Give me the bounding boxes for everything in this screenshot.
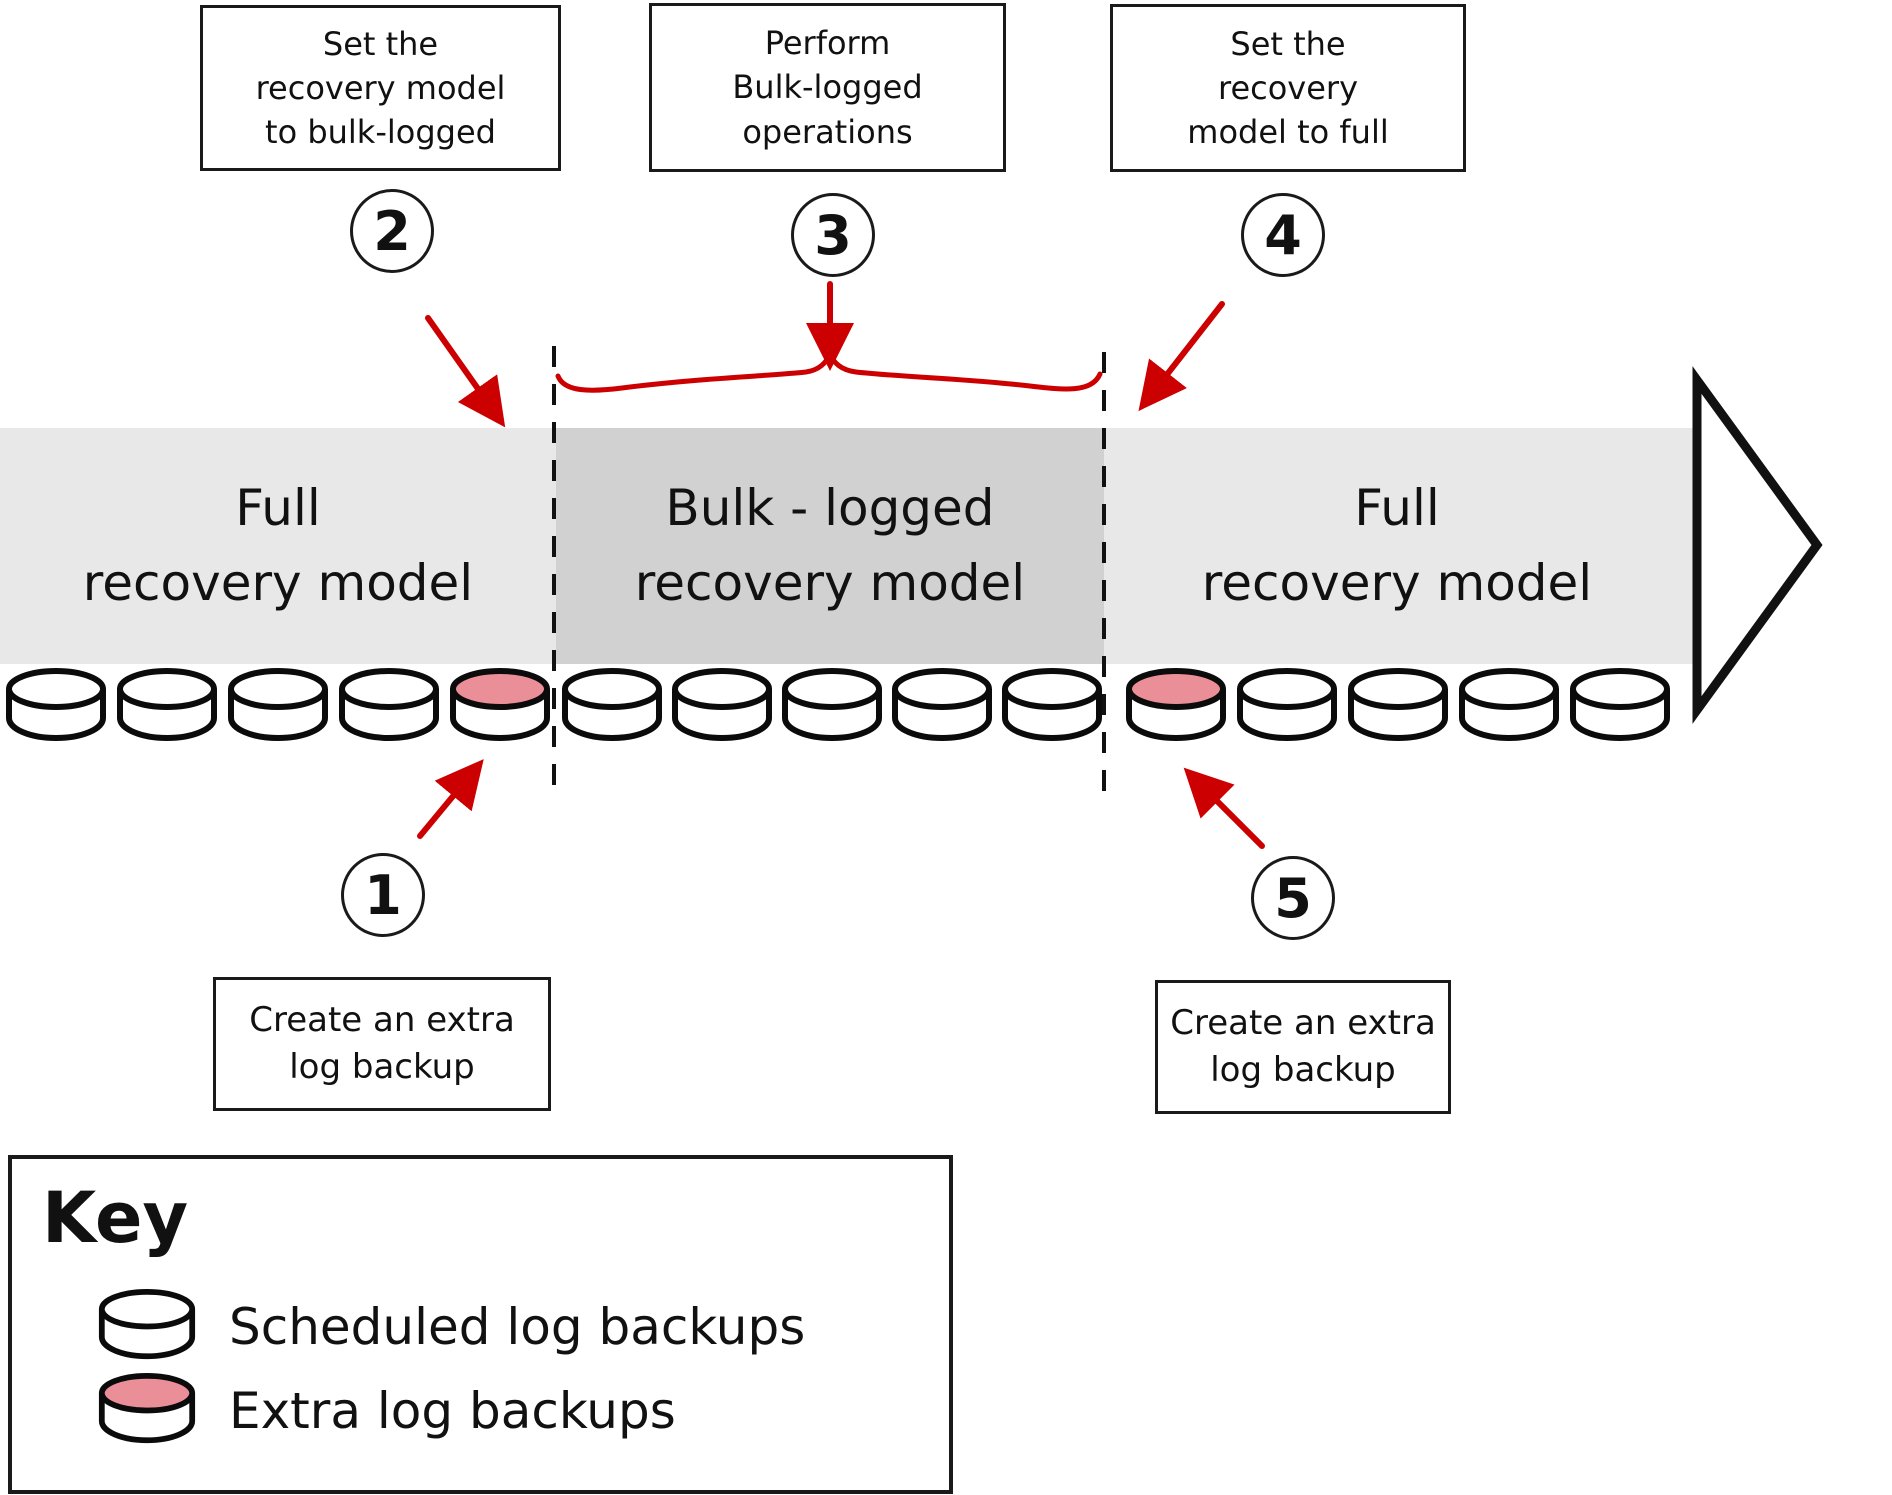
timeline-arrowhead: [1692, 366, 1823, 724]
key-item: Extra log backups: [97, 1371, 676, 1451]
arrow-step-1: [417, 759, 484, 839]
step-3-number: 3: [814, 203, 852, 267]
step-2-badge: 2: [350, 189, 434, 273]
callout-step-2-label: Set the recovery model to bulk-logged: [255, 24, 506, 152]
extra-log-backup-cylinder: [450, 668, 550, 741]
arrow-step-5: [1183, 767, 1265, 849]
log-backup-row: [4, 666, 552, 746]
scheduled-log-backup-cylinder: [1237, 668, 1337, 741]
step-5-badge: 5: [1251, 856, 1335, 940]
extra-log-backup-cylinder: [98, 1372, 196, 1443]
scheduled-log-backup-cylinder: [892, 668, 992, 741]
key-title: Key: [42, 1177, 189, 1259]
scheduled-log-backup-cylinder: [1459, 668, 1559, 741]
scheduled-log-backup-cylinder: [672, 668, 772, 741]
step-3-badge: 3: [791, 193, 875, 277]
step-4-number: 4: [1264, 203, 1302, 267]
scheduled-log-backup-cylinder: [1002, 668, 1102, 741]
scheduled-log-backup-cylinder: [1570, 668, 1670, 741]
step-2-number: 2: [373, 199, 411, 263]
arrow-step-2: [425, 315, 506, 428]
callout-step-3: Perform Bulk-logged operations: [649, 3, 1006, 172]
timeline-section-bulk-logged: [556, 428, 1104, 664]
callout-step-5-label: Create an extra log backup: [1170, 1003, 1436, 1090]
callout-step-5: Create an extra log backup: [1155, 980, 1451, 1114]
timeline-section-bulk-logged-label: Bulk - logged recovery model: [634, 479, 1026, 612]
step-1-number: 1: [364, 863, 402, 927]
extra-log-backup-swatch: [97, 1371, 197, 1452]
scheduled-log-backup-cylinder: [1348, 668, 1448, 741]
timeline-section-full-1: [0, 428, 556, 664]
timeline-section-full-2-label: Full recovery model: [1201, 479, 1593, 612]
arrow-step-4: [1138, 301, 1225, 412]
scheduled-log-backup-cylinder: [98, 1288, 196, 1359]
key-item: Scheduled log backups: [97, 1287, 805, 1367]
key-item-label: Extra log backups: [229, 1382, 676, 1440]
scheduled-log-backup-swatch: [97, 1287, 197, 1368]
callout-step-2: Set the recovery model to bulk-logged: [200, 5, 561, 171]
scheduled-log-backup-cylinder: [339, 668, 439, 741]
log-backup-row: [560, 666, 1104, 746]
extra-log-backup-cylinder: [1126, 668, 1226, 741]
log-backup-row: [1124, 666, 1672, 746]
key-item-label: Scheduled log backups: [229, 1298, 806, 1356]
scheduled-log-backup-cylinder: [6, 668, 106, 741]
callout-step-1-label: Create an extra log backup: [249, 1000, 515, 1087]
callout-step-1: Create an extra log backup: [213, 977, 551, 1111]
scheduled-log-backup-cylinder: [228, 668, 328, 741]
callout-step-3-label: Perform Bulk-logged operations: [732, 24, 923, 151]
step-5-number: 5: [1274, 866, 1312, 930]
key-box: Key Scheduled log backups Extra log back…: [8, 1155, 953, 1494]
scheduled-log-backup-cylinder: [117, 668, 217, 741]
timeline-section-full-2: [1104, 428, 1694, 664]
callout-step-4-label: Set the recovery model to full: [1187, 24, 1389, 152]
step-4-badge: 4: [1241, 193, 1325, 277]
callout-step-4: Set the recovery model to full: [1110, 4, 1466, 172]
timeline-section-full-1-label: Full recovery model: [82, 479, 474, 612]
bulk-logged-brace: [555, 349, 1103, 393]
scheduled-log-backup-cylinder: [782, 668, 882, 741]
scheduled-log-backup-cylinder: [562, 668, 662, 741]
step-1-badge: 1: [341, 853, 425, 937]
